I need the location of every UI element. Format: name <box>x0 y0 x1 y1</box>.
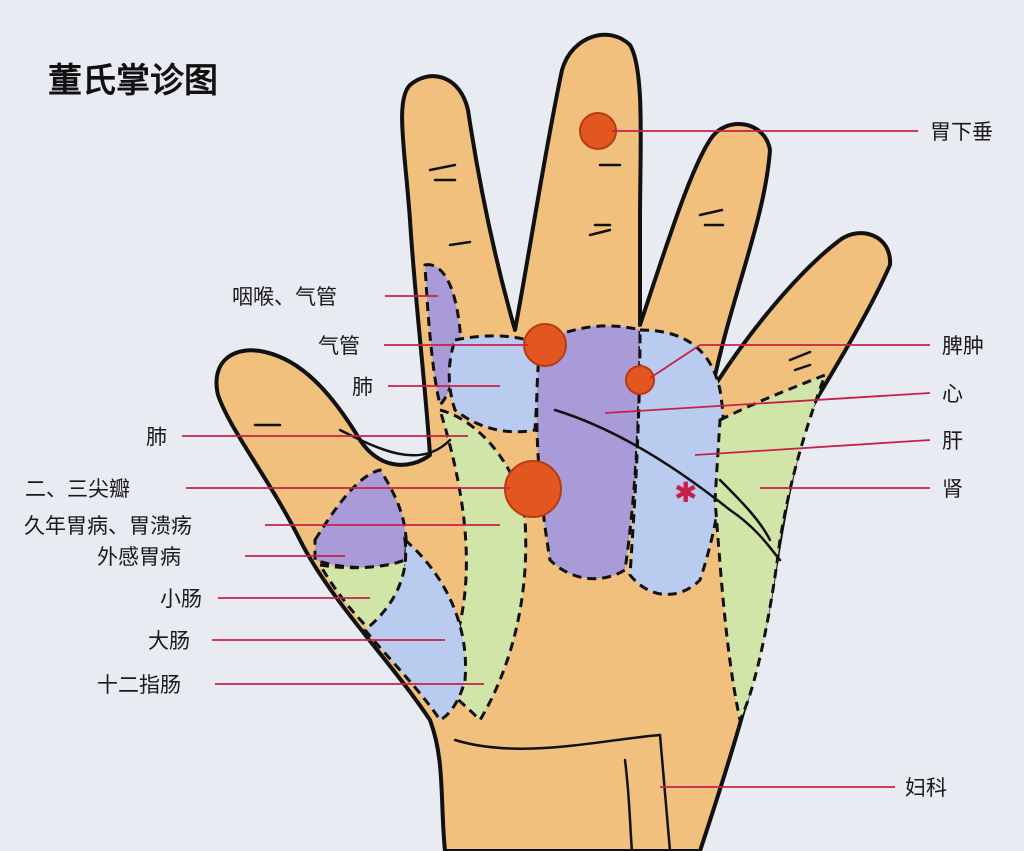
liver-marker-icon: ✱ <box>674 476 697 509</box>
point-heart-valves <box>504 460 562 518</box>
point-spleen <box>625 365 655 395</box>
point-trachea <box>523 323 567 367</box>
point-gastroptosis <box>579 112 617 150</box>
leader-heart <box>604 392 931 414</box>
label-lung-1: 肺 <box>352 375 373 399</box>
label-kidney: 肾 <box>942 477 963 501</box>
diagram-title: 董氏掌诊图 <box>48 61 218 101</box>
label-gynecology: 妇科 <box>905 776 947 800</box>
leader-spleen <box>649 344 701 379</box>
zone-heart-valves <box>535 324 642 581</box>
label-lung-2: 肺 <box>146 425 167 449</box>
label-trachea: 气管 <box>318 334 360 358</box>
label-liver: 肝 <box>942 429 963 453</box>
palm-crease-vertical <box>623 733 672 851</box>
leader-liver <box>694 439 931 456</box>
label-heart: 心 <box>942 382 963 406</box>
palm-crease-life <box>453 733 662 750</box>
label-large-intestine: 大肠 <box>148 629 190 653</box>
label-gastroptosis: 胃下垂 <box>930 120 993 144</box>
zone-trachea-lung <box>447 334 542 434</box>
label-cold-stomach: 外感胃病 <box>97 545 181 569</box>
label-duodenum: 十二指肠 <box>97 673 181 697</box>
zone-liver-spleen <box>628 328 726 596</box>
label-spleen: 脾肿 <box>942 334 984 358</box>
label-throat-trachea: 咽喉、气管 <box>232 285 337 309</box>
finger-joint-lines <box>253 163 812 427</box>
label-chronic-ulcer: 久年胃病、胃溃疡 <box>24 514 192 538</box>
zone-large-intestine <box>362 536 468 722</box>
label-small-intestine: 小肠 <box>160 587 202 611</box>
palm-crease-right <box>718 478 772 542</box>
palm-crease-heart <box>553 408 782 562</box>
label-heart-valves: 二、三尖瓣 <box>25 477 130 501</box>
